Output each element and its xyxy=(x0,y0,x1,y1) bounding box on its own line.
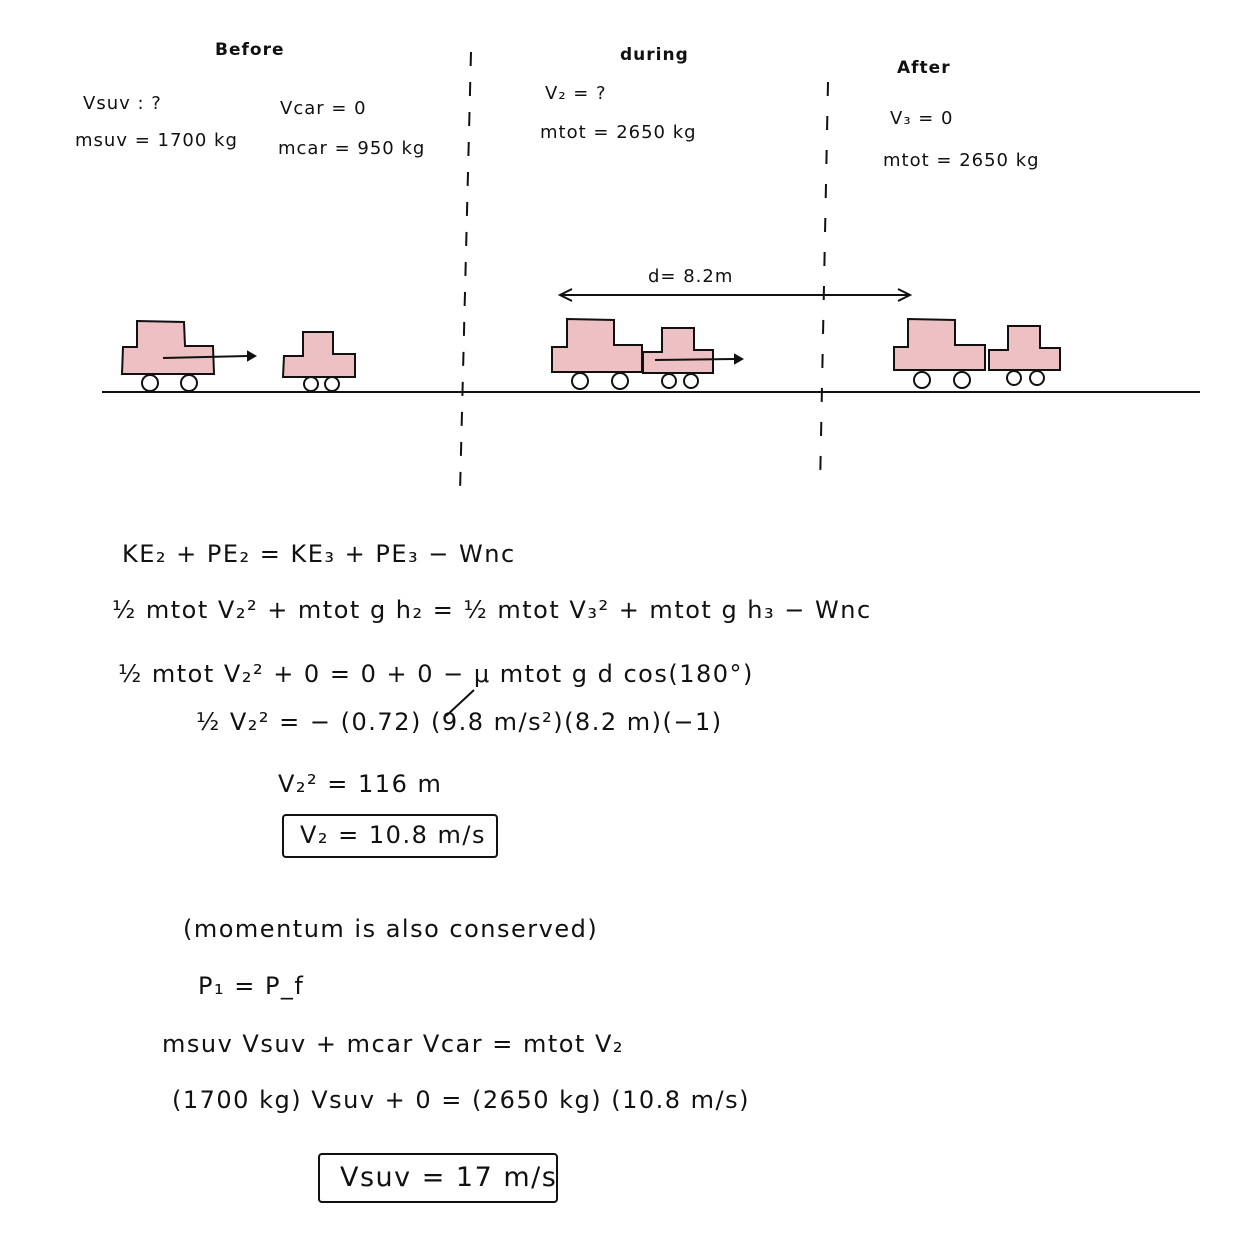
m-tot-after-label: mtot = 2650 kg xyxy=(883,150,1040,171)
v-suv-label: Vsuv : ? xyxy=(83,93,162,114)
distance-label: d= 8.2m xyxy=(648,266,734,287)
energy-eq-3: ½ mtot V₂² + 0 = 0 + 0 − μ mtot g d cos(… xyxy=(118,660,754,688)
v-car-label: Vcar = 0 xyxy=(280,98,367,119)
result-vsuv: Vsuv = 17 m/s xyxy=(340,1162,558,1193)
result-box-vsuv: Vsuv = 17 m/s xyxy=(318,1153,558,1203)
section-title-before: Before xyxy=(215,40,285,60)
v3-label: V₃ = 0 xyxy=(890,108,954,129)
momentum-note: (momentum is also conserved) xyxy=(183,915,599,943)
m-tot-during-label: mtot = 2650 kg xyxy=(540,122,697,143)
suv-before xyxy=(120,319,258,392)
v2-label: V₂ = ? xyxy=(545,83,607,104)
m-car-label: mcar = 950 kg xyxy=(278,138,426,159)
energy-eq-5: V₂² = 116 m xyxy=(278,770,443,798)
momentum-eq-3: (1700 kg) Vsuv + 0 = (2650 kg) (10.8 m/s… xyxy=(172,1086,750,1114)
divider-before-during xyxy=(459,51,472,493)
section-title-after: After xyxy=(897,58,951,78)
momentum-eq-2: msuv Vsuv + mcar Vcar = mtot V₂ xyxy=(162,1030,625,1058)
energy-eq-4: ½ V₂² = − (0.72) (9.8 m/s²)(8.2 m)(−1) xyxy=(196,708,723,736)
momentum-eq-1: P₁ = P_f xyxy=(198,972,305,1000)
annotation-tick xyxy=(445,689,475,717)
energy-eq-1: KE₂ + PE₂ = KE₃ + PE₃ − Wnc xyxy=(122,540,516,568)
energy-eq-2: ½ mtot V₂² + mtot g h₂ = ½ mtot V₃² + mt… xyxy=(112,596,872,624)
car-before xyxy=(281,331,356,392)
vehicles-during xyxy=(551,317,745,390)
section-title-during: during xyxy=(620,45,689,65)
distance-arrow xyxy=(557,288,913,302)
vehicles-after xyxy=(893,317,1061,389)
result-box-v2: V₂ = 10.8 m/s xyxy=(282,814,498,858)
m-suv-label: msuv = 1700 kg xyxy=(75,130,238,151)
divider-during-after xyxy=(819,81,829,489)
result-v2: V₂ = 10.8 m/s xyxy=(300,821,486,849)
